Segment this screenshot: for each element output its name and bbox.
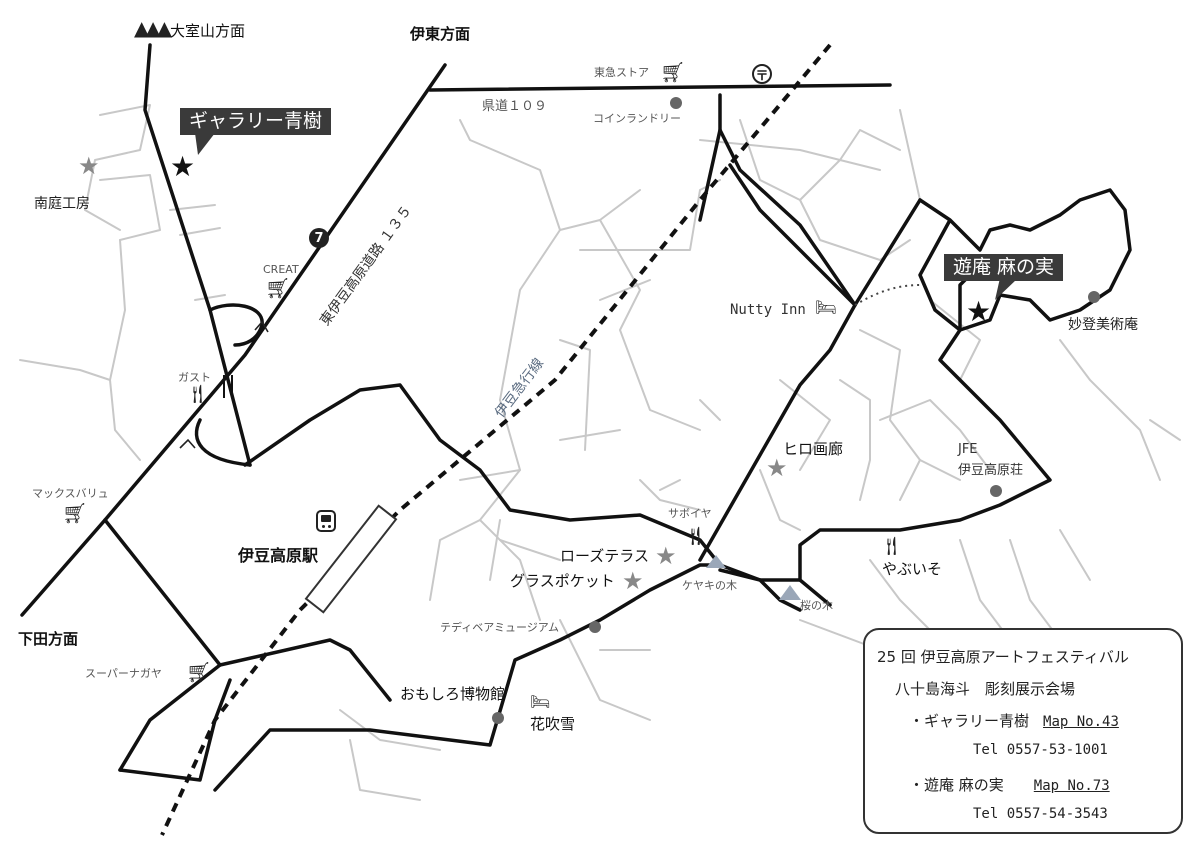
info-venue2: ・遊庵 麻の実 Map No.73 [909,774,1110,795]
hotel-bed-icon: 🛏︎ [815,298,837,318]
label-max-valu: マックスバリュ [32,487,109,500]
info-venue2-name: ・遊庵 麻の実 [909,776,1004,794]
info-venue1: ・ギャラリー青樹 Map No.43 [909,710,1119,731]
direction-omuroyama: 大室山方面 [170,22,246,40]
label-hiro-gallery: ヒロ画廊 [783,440,844,458]
nantei-star-icon: ★ [78,152,100,180]
info-venue2-tel: Tel 0557-54-3543 [973,806,1108,822]
label-coin-laundry: コインランドリー [593,112,681,125]
gallery-aoki-star-icon: ★ [170,150,196,183]
izu-kogen-so-dot [990,485,1002,497]
info-title: 25 回 伊豆高原アートフェスティバル [877,648,1129,666]
direction-shimoda: 下田方面 [18,630,79,648]
myoto-museum-dot [1088,291,1100,303]
post-office-icon: 〒 [752,64,772,84]
minor-roads [19,104,1181,801]
label-nutty-inn: Nutty Inn [730,302,806,318]
info-venue1-name: ・ギャラリー青樹 [909,712,1030,730]
label-nantei-kobo: 南庭工房 [34,196,90,212]
info-venue1-tel: Tel 0557-53-1001 [973,742,1108,758]
junction-arrow-1 [254,320,269,333]
gallery-tag-pointer [195,133,215,155]
rose-terrace-star-icon: ★ [655,542,677,570]
label-gusto: ガスト [178,371,211,384]
hiro-gallery-star-icon: ★ [766,454,788,482]
road-kendo109: 県道１０９ [482,99,548,114]
direction-ito: 伊東方面 [410,25,471,43]
shopping-cart-icon-maxvalu: 🛒︎ [62,501,88,525]
label-super-nagaya: スーパーナガヤ [85,667,162,680]
gusto-crossing [223,375,233,398]
hotel-bed-icon-kafubuki: 🛏︎ [530,692,551,711]
info-venue1-map-link[interactable]: Map No.43 [1043,714,1119,730]
shopping-cart-icon: 🛒︎ [660,60,686,84]
shopping-cart-icon-nagaya: 🛒︎ [186,660,212,684]
yuan-asanomi-star-icon: ★ [966,295,992,328]
restaurant-icon-yabuiso: 🍴︎ [880,536,903,557]
label-teddy-museum: テディベアミュージアム [440,621,560,634]
mountain-icon: ▲▲▲ [134,16,172,40]
label-yabuiso: やぶいそ [882,560,943,578]
restaurant-icon-saboiya: 🍴︎ [684,526,707,547]
info-subtitle: 八十島海斗 彫刻展示会場 [895,680,1076,698]
label-sakura: 桜の木 [800,599,833,612]
izukyu-railway [160,43,832,836]
label-kafubuki: 花吹雪 [530,715,576,733]
label-glass-pocket: グラスポケット [510,572,615,590]
label-tokyu-store: 東急ストア [594,66,649,79]
teddy-museum-dot [589,621,601,633]
keyaki-tree-marker [706,555,726,568]
coin-laundry-dot [670,97,682,109]
label-rose-terrace: ローズテラス [560,547,649,565]
shopping-cart-icon-creat: 🛒︎ [265,276,291,300]
label-keyaki: ケヤキの木 [682,579,737,592]
gallery-aoki-tag: ギャラリー青樹 [180,108,332,135]
restaurant-icon-gusto: 🍴︎ [186,384,209,405]
seven-eleven-icon: 7 [309,228,329,248]
train-station-icon [316,510,336,532]
omoshiro-museum-dot [492,712,504,724]
label-creat: CREAT [263,263,299,276]
sakura-tree-marker [779,585,801,600]
glass-pocket-star-icon: ★ [622,567,644,595]
label-izu-kogen-so: 伊豆高原荘 [958,463,1024,478]
label-omoshiro-museum: おもしろ博物館 [400,685,506,703]
station-platform [304,504,398,614]
label-izu-kogen-eki: 伊豆高原駅 [238,546,319,565]
label-myoto-museum: 妙登美術庵 [1068,317,1138,333]
yuan-tag-pointer [995,278,1018,300]
yuan-asanomi-tag: 遊庵 麻の実 [944,254,1064,281]
label-saboiya: サボイヤ [668,507,712,520]
info-venue2-map-link[interactable]: Map No.73 [1033,778,1110,794]
junction-arrow-2 [179,438,196,449]
label-jfe: JFE [958,442,978,457]
footpath-to-yuan [854,284,921,306]
info-box: 25 回 伊豆高原アートフェスティバル 八十島海斗 彫刻展示会場 ・ギャラリー青… [863,628,1183,834]
main-roads [20,43,1132,792]
